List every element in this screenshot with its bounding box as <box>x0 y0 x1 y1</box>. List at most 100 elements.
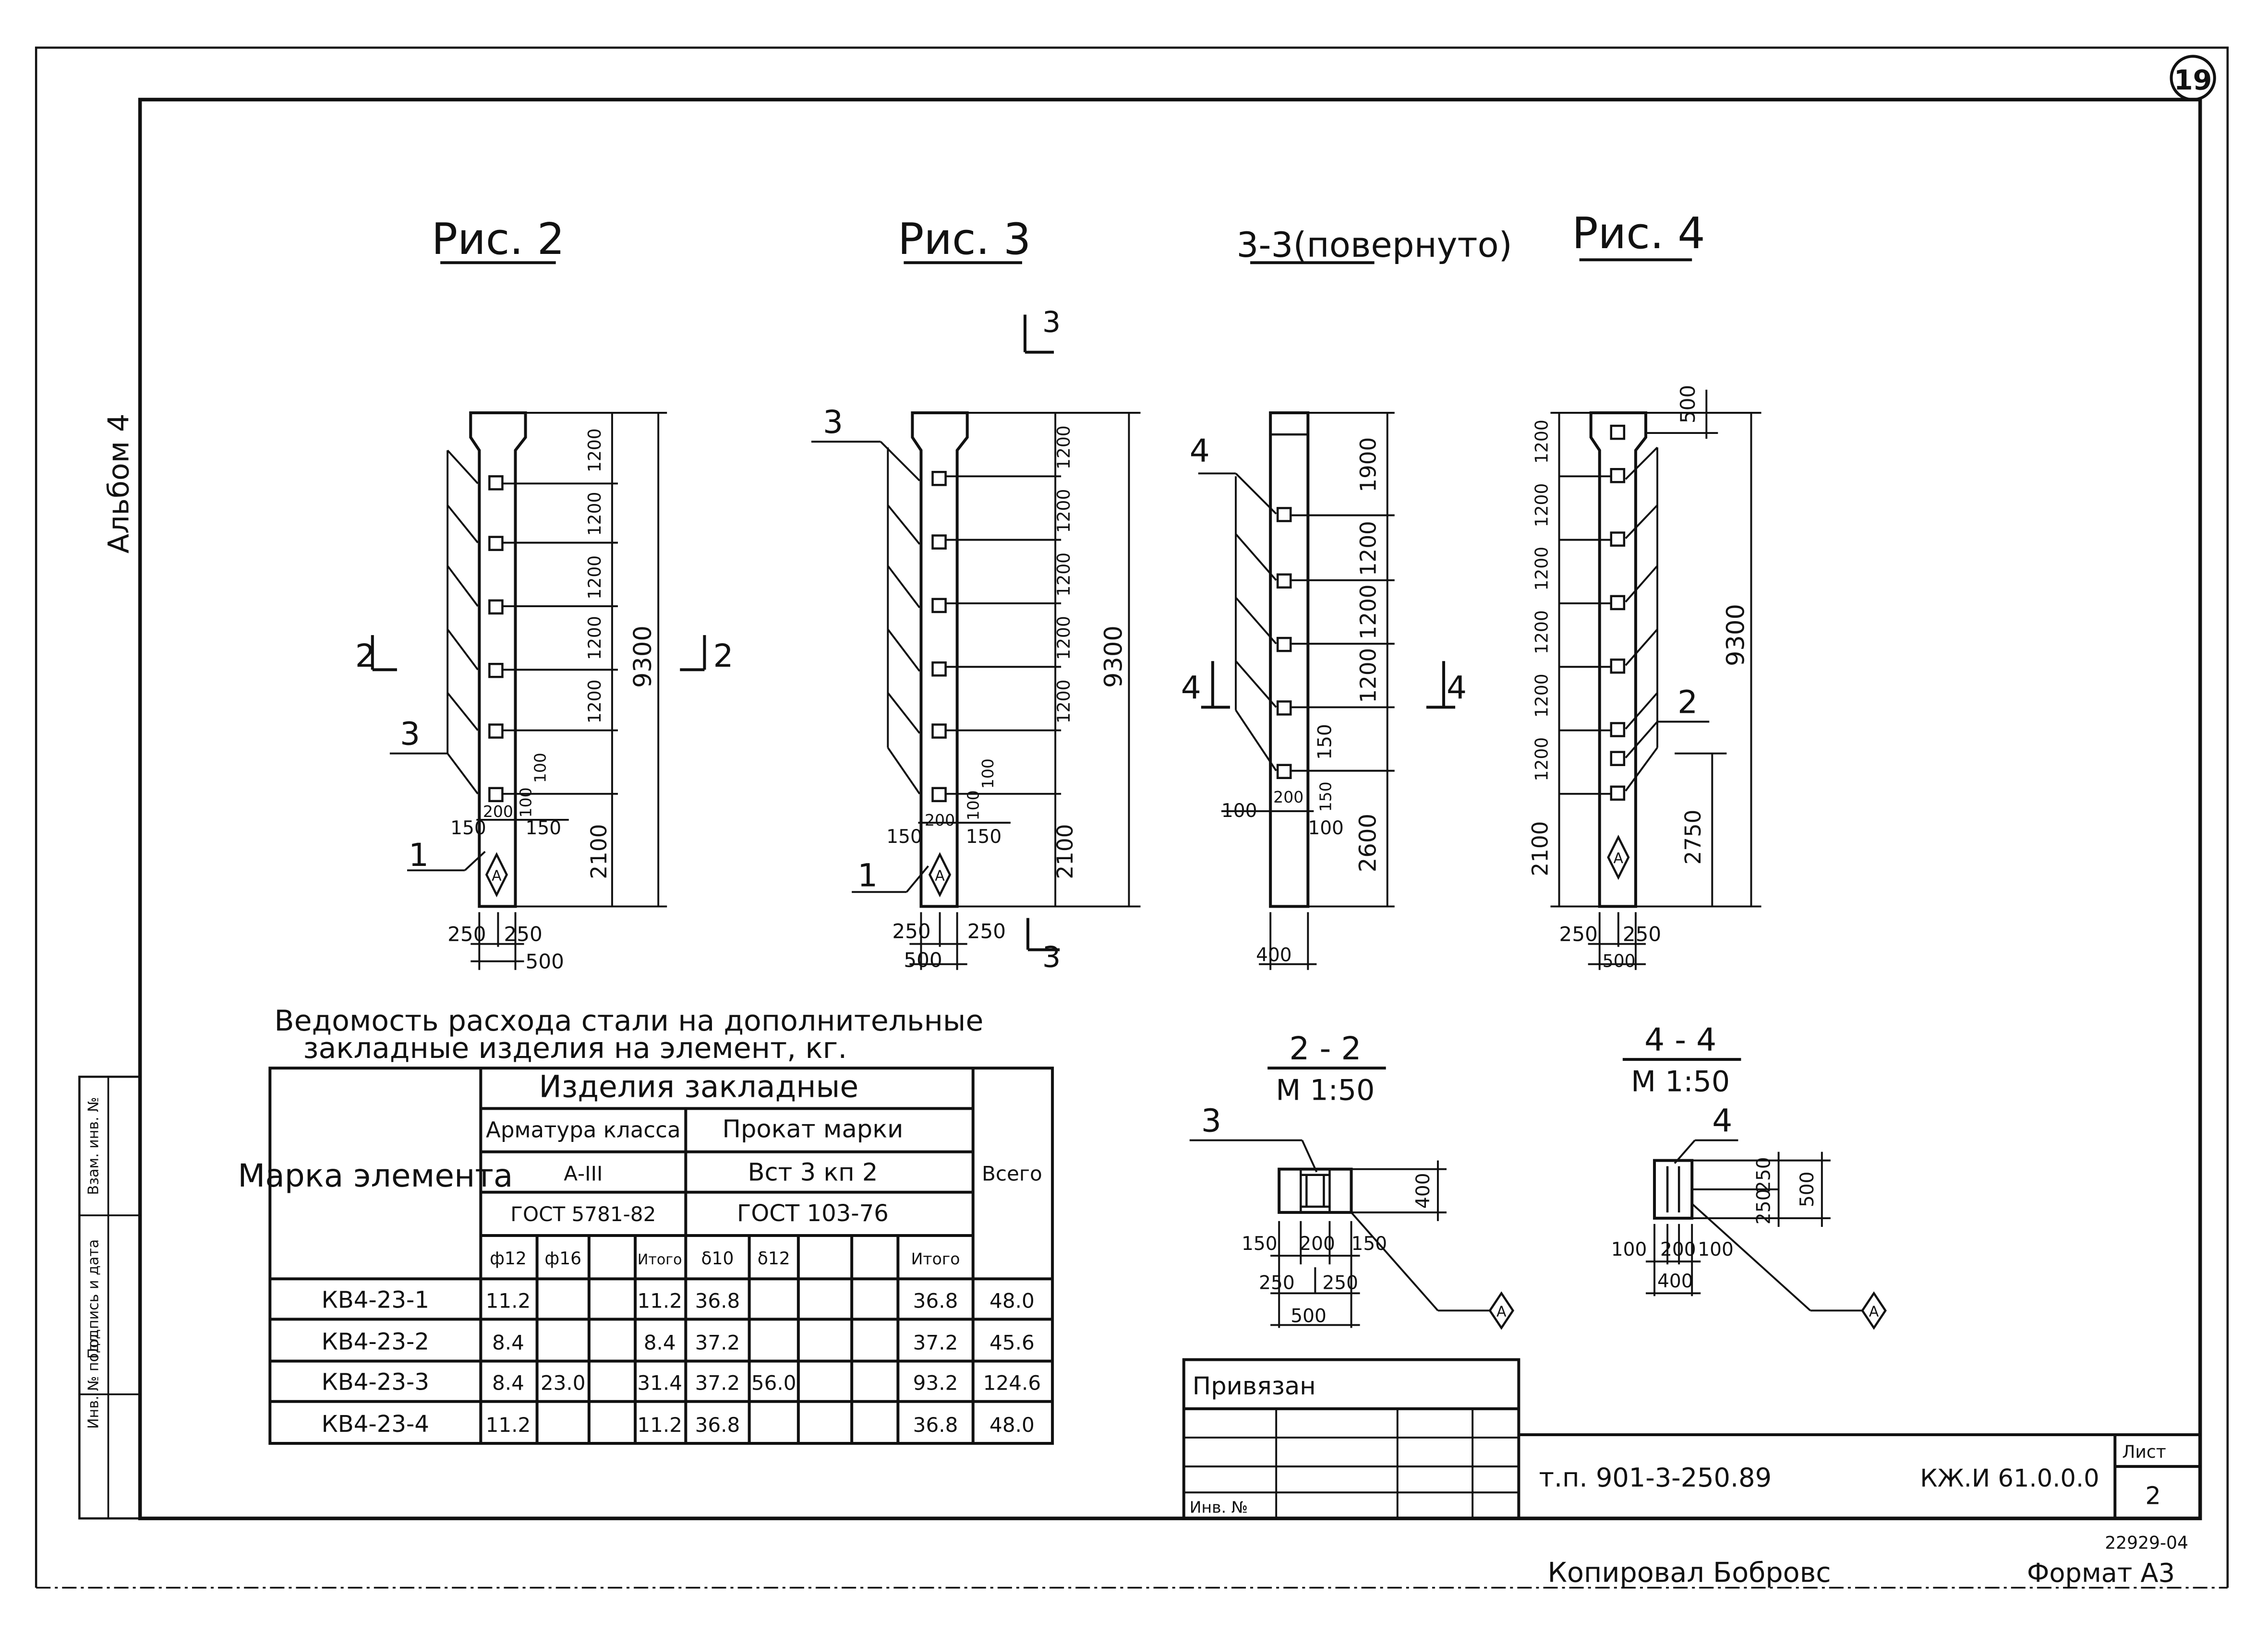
fig4-pos-2: 2 <box>1677 684 1698 720</box>
footer-copied: Копировал Бобровс <box>1548 1557 1831 1589</box>
sec33-leader-lines <box>1198 412 1395 970</box>
svg-text:1200: 1200 <box>1356 521 1381 576</box>
footer-format: Формат А3 <box>2027 1558 2175 1588</box>
table-cell: 11.2 <box>486 1413 531 1437</box>
svg-text:δ10: δ10 <box>701 1248 734 1269</box>
fig4-dim-total: 9300 <box>1722 604 1750 666</box>
table-cell: 11.2 <box>637 1289 682 1312</box>
svg-text:2600: 2600 <box>1355 814 1382 872</box>
sec44-leader-lines <box>1645 1139 1863 1312</box>
footer: Копировал Бобровс Формат А3 22929-04 <box>1548 1533 2188 1589</box>
sec22-scale: М 1:50 <box>1276 1073 1375 1107</box>
fig4-title: Рис. 4 <box>1572 208 1705 259</box>
svg-text:150: 150 <box>450 817 486 839</box>
title-block: Привязан Инв. № т.п. 901-3-250.89 КЖ.И 6… <box>1182 1358 2200 1520</box>
table-cell: 37.2 <box>695 1371 740 1395</box>
svg-text:1200: 1200 <box>585 555 605 600</box>
fig3-leader-lines <box>811 412 1141 970</box>
fig3-dims-small: 100 100 200 150 150 <box>886 758 1001 848</box>
fig2-section-left: 2 <box>355 637 375 674</box>
table-cell: 36.8 <box>913 1413 958 1437</box>
svg-text:150: 150 <box>1316 781 1335 812</box>
svg-text:500: 500 <box>1603 951 1636 972</box>
table-header-rebar-grade: А-III <box>564 1162 603 1186</box>
fig3-mark-a: А <box>935 867 945 884</box>
fig2-section-right: 2 <box>713 637 733 674</box>
fig2-title: Рис. 2 <box>432 214 565 264</box>
sec22-dims-bottom: 150 200 150 250 250 500 <box>1242 1233 1387 1327</box>
svg-text:100: 100 <box>1611 1239 1647 1260</box>
table-header-rebar-gost: ГОСТ 5781-82 <box>510 1202 656 1226</box>
svg-text:1200: 1200 <box>585 616 605 660</box>
svg-text:400: 400 <box>1657 1271 1693 1292</box>
svg-text:100: 100 <box>1308 817 1344 839</box>
sec33-section-marks <box>1201 661 1456 709</box>
svg-text:250: 250 <box>1259 1272 1295 1294</box>
sec33-pos-4: 4 <box>1190 432 1210 469</box>
svg-text:250: 250 <box>447 923 486 946</box>
table-caption-line2: закладные изделия на элемент, кг. <box>303 1032 847 1065</box>
svg-text:100: 100 <box>531 753 550 783</box>
fig3-pos-1: 1 <box>857 857 878 894</box>
fig2-pos-1: 1 <box>409 837 429 874</box>
footer-archive-no: 22929-04 <box>2105 1533 2188 1553</box>
sec22-title: 2 - 2 <box>1289 1030 1361 1067</box>
svg-text:150: 150 <box>886 826 922 848</box>
svg-text:1200: 1200 <box>1532 483 1552 528</box>
sec22-mark-a-diamond <box>1488 1291 1515 1330</box>
sec44-mark-a: А <box>1869 1303 1879 1320</box>
table-row-mark: КВ4-23-1 <box>322 1286 429 1313</box>
fig2-mark-a: А <box>492 867 502 884</box>
svg-text:1200: 1200 <box>1054 679 1074 723</box>
table-header-rolled: Прокат марки <box>723 1116 904 1144</box>
table-header-rebar-class: Арматура класса <box>486 1117 681 1143</box>
svg-text:100: 100 <box>978 758 997 789</box>
svg-text:100: 100 <box>1221 800 1257 822</box>
fig2-pos-3: 3 <box>400 716 420 753</box>
svg-text:150: 150 <box>1314 724 1336 760</box>
section-3-3: 3-3(повернуто) 4 4 4 <box>1181 225 1512 970</box>
svg-text:250: 250 <box>967 920 1006 943</box>
sec33-dims-small: 150 100 200 100 <box>1221 781 1344 839</box>
fig3-title: Рис. 3 <box>898 214 1031 264</box>
fig2-dims-right: 1200 1200 1200 1200 1200 2100 <box>585 428 612 879</box>
sheet-frame <box>35 46 2229 1589</box>
sec33-title: 3-3(повернуто) <box>1237 225 1512 265</box>
svg-text:500: 500 <box>1291 1305 1327 1327</box>
svg-text:1200: 1200 <box>585 492 605 536</box>
fig2-mark-a-diamond <box>485 852 508 898</box>
svg-text:2100: 2100 <box>586 824 612 879</box>
fig2-dim-total: 9300 <box>629 625 657 688</box>
sec22-dim-height: 400 <box>1412 1173 1434 1209</box>
fig4-mark-a-diamond <box>1607 835 1630 880</box>
table-cell: 37.2 <box>695 1331 740 1355</box>
stamp-inv-label: Инв. № подл. <box>85 1330 102 1429</box>
sec33-section-right: 4 <box>1447 669 1467 706</box>
section-2-2: 2 - 2 М 1:50 3 А 400 150 200 150 250 <box>1189 1030 1515 1330</box>
titleblock-sheet-value: 2 <box>2145 1482 2161 1510</box>
sec33-dim-bottom: 400 <box>1256 945 1292 966</box>
titleblock-sheet-label: Лист <box>2122 1442 2166 1462</box>
svg-text:1200: 1200 <box>1054 425 1074 469</box>
table-row-total: 48.0 <box>989 1289 1035 1312</box>
svg-text:1200: 1200 <box>1054 552 1074 597</box>
fig3-dim-total: 9300 <box>1099 625 1128 688</box>
stamp-signature-label: Подпись и дата <box>85 1239 102 1359</box>
sec22-pos: 3 <box>1201 1102 1221 1139</box>
fig3-pos-3: 3 <box>823 404 843 441</box>
svg-text:δ12: δ12 <box>758 1248 790 1269</box>
sheet-number: 19 <box>2174 64 2212 96</box>
svg-text:1200: 1200 <box>1054 489 1074 533</box>
table-cell: 11.2 <box>486 1289 531 1312</box>
svg-text:100: 100 <box>517 787 535 817</box>
svg-text:150: 150 <box>526 817 562 839</box>
figure-4: Рис. 4 2 <box>1528 208 1761 972</box>
fig2-dims-bottom: 250 250 500 <box>447 923 564 973</box>
table-header: Марка элемента Изделия закладные Арматур… <box>238 1068 1042 1269</box>
fig3-embedded-plates <box>931 471 947 803</box>
titleblock-bound: Привязан <box>1193 1372 1316 1401</box>
svg-text:150: 150 <box>966 826 1002 848</box>
